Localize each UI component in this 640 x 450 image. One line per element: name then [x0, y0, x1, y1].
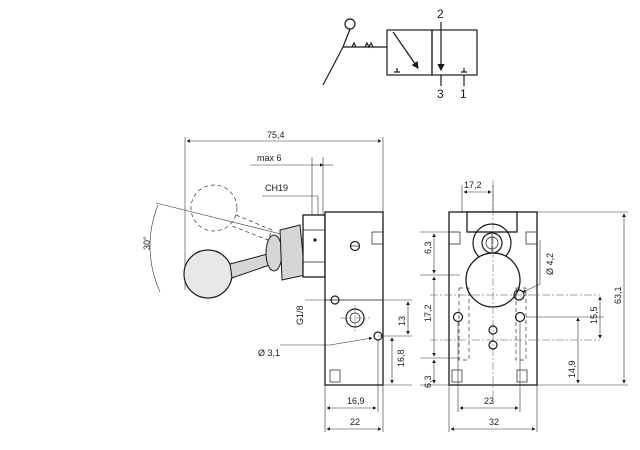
lever-stem — [342, 28, 351, 48]
front-hole-left — [452, 311, 464, 323]
dim-max6-label: max 6 — [257, 153, 282, 163]
front-slot-bottom-right — [516, 369, 528, 383]
front-nut-top — [466, 211, 518, 233]
valve-symbol: 2 3 1 — [322, 7, 478, 101]
front-slot-bottom-left — [451, 369, 463, 383]
dim-13-label: 13 — [397, 316, 407, 326]
hole-42-label: Ø 4,2 — [545, 253, 555, 275]
roller-icon — [344, 18, 356, 30]
dim-6-3-top-label: 6,3 — [423, 241, 433, 254]
dim-16-9-label: 16,9 — [347, 396, 365, 406]
port-label-1: 1 — [460, 87, 467, 101]
thread-label: G1/8 — [295, 305, 305, 325]
flow-arrow-left — [392, 31, 419, 69]
ch19-label: CH19 — [265, 183, 288, 193]
front-slot-top-right — [525, 231, 538, 245]
hole-label: Ø 3,1 — [258, 348, 280, 358]
dim-23-label: 23 — [484, 396, 494, 406]
hex-nut — [302, 214, 326, 278]
lever-ball-rotated — [190, 184, 238, 232]
front-hole-low — [488, 340, 498, 350]
dim-15-5-label: 15,5 — [589, 306, 599, 324]
angle-label: 30° — [142, 236, 152, 250]
dim-overall-width-label: 75,4 — [267, 130, 285, 140]
hole-42-leader — [522, 283, 541, 293]
hole-leader — [329, 336, 373, 346]
body-slot-top — [371, 231, 384, 245]
front-slot-top-left — [448, 231, 461, 245]
symbol-box-right — [431, 29, 478, 76]
dim-17-2-top-label: 17,2 — [464, 180, 482, 190]
lever-joint — [265, 234, 283, 272]
angle-arc — [149, 204, 161, 293]
dim-6-3-bottom-label: 6,3 — [423, 375, 433, 388]
lever-spring — [351, 41, 357, 48]
screw-icon — [349, 240, 361, 252]
dim-14-9-label: 14,9 — [567, 360, 577, 378]
port-label-2: 2 — [437, 7, 444, 21]
port-label-3: 3 — [437, 87, 444, 101]
dim-17-2-side-label: 17,2 — [423, 304, 433, 322]
dim-22-label: 22 — [350, 417, 360, 427]
lever-handle — [322, 46, 344, 86]
lever-boot — [279, 224, 306, 281]
nut-dot — [313, 238, 317, 242]
front-hole-mid — [488, 325, 498, 335]
dim-32-label: 32 — [489, 417, 499, 427]
lever-rod-rotated — [231, 214, 273, 241]
front-view: 17,2 6,3 17,2 6,3 Ø 4,2 63,1 15,5 14,9 — [420, 180, 628, 432]
front-hole-right — [514, 311, 526, 323]
passage-right — [515, 287, 527, 361]
valve-body-side — [324, 211, 384, 386]
passage-left — [458, 287, 470, 361]
spring-icon — [364, 41, 374, 49]
body-slot-bottom — [329, 369, 341, 383]
symbol-box-left — [386, 29, 433, 76]
side-view: 75,4 max 6 CH19 30° — [142, 130, 412, 432]
lever-ball — [183, 249, 233, 299]
dim-63-1-label: 63,1 — [613, 286, 623, 304]
dim-16-8-label: 16,8 — [396, 349, 406, 367]
